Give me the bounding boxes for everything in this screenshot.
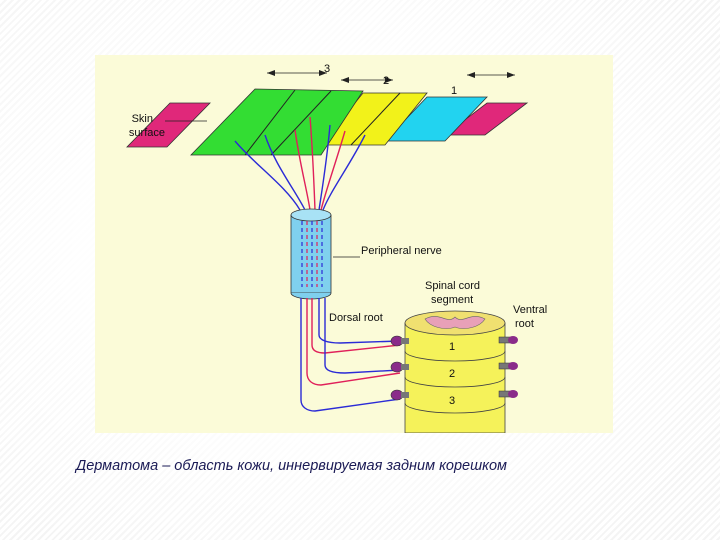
diagram-graphic [126,70,529,433]
segment-number-2: 2 [449,368,456,380]
peripheral-nerve [290,214,332,294]
dermatome-number-3: 3 [324,63,331,75]
dermatome-diagram: 3 2 1 Skin surface Peripheral nerve Spin… [95,55,613,433]
slide-caption: Дерматома – область кожи, иннервируемая … [76,458,507,474]
spinal-cord-segment [404,322,506,433]
ventral-root-label-line2: root [515,318,534,330]
skin-surface-label-line2: surface [128,127,165,139]
dorsal-root-label: Dorsal root [329,312,383,324]
segment-number-3: 3 [449,395,456,407]
skin-strip-magenta-left [126,102,211,148]
skin-strip-green [190,88,364,156]
skin-surface-label-line1: Skin [131,113,153,125]
spinal-cord-label-line1: Spinal cord [425,280,481,292]
ventral-root-label-line1: Ventral [513,304,548,316]
spinal-cord-label-line2: segment [431,294,474,306]
peripheral-nerve-label: Peripheral nerve [361,245,442,257]
dermatome-number-1: 1 [451,85,458,97]
segment-number-1: 1 [449,341,456,353]
dermatome-number-2: 2 [383,75,390,87]
